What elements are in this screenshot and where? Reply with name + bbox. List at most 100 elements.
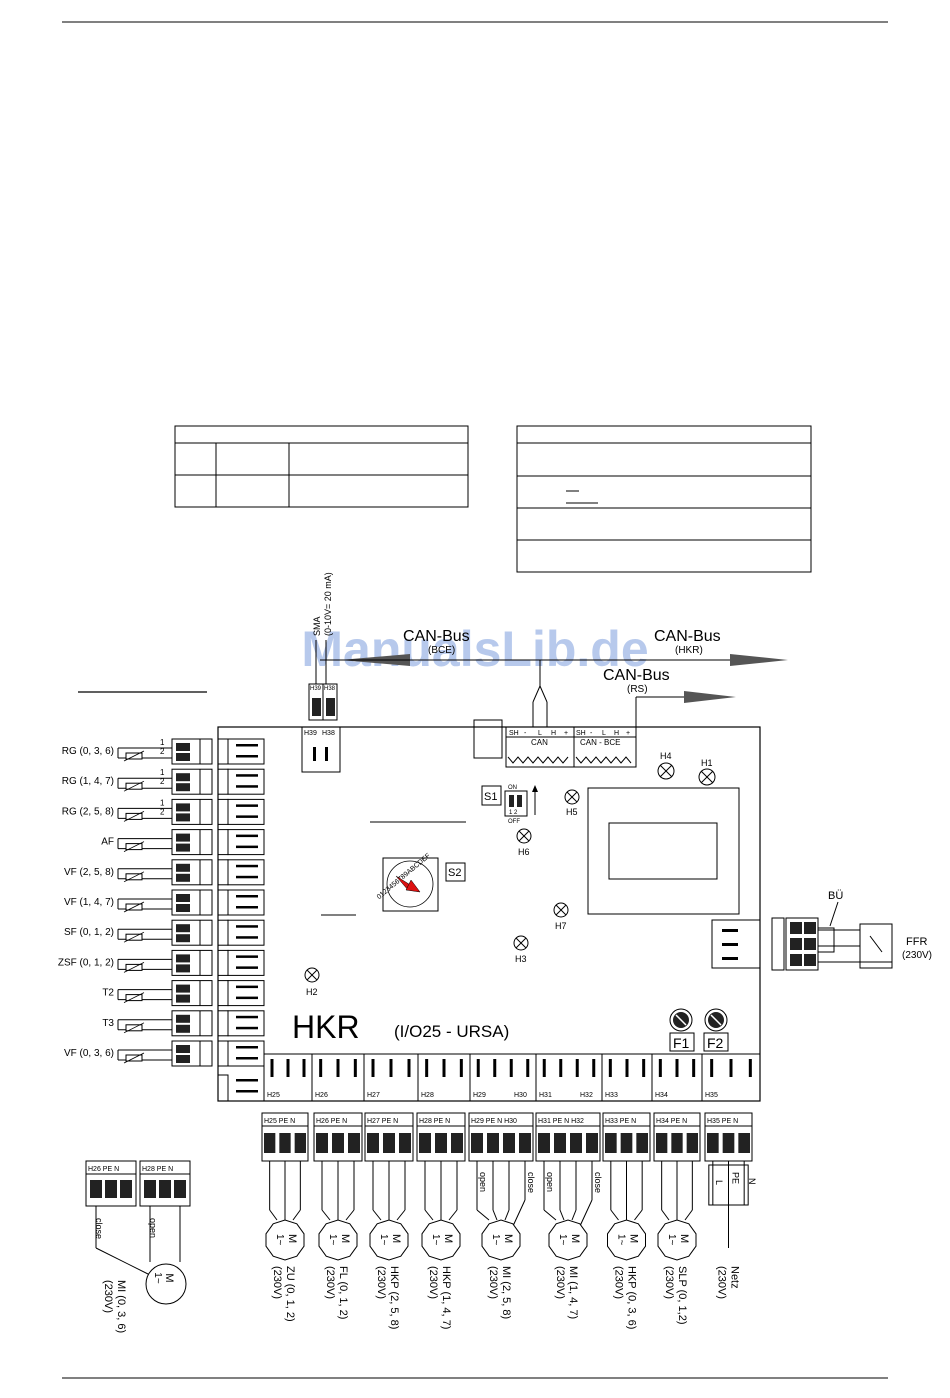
- sensor-label: T2: [102, 988, 114, 999]
- sma-terminal-h39: H39: [310, 686, 322, 692]
- load-terminal-label: H25 PE N: [264, 1118, 295, 1125]
- can-bce-connector-label: CAN - BCE: [580, 738, 620, 747]
- sensor-pin-1: 1: [160, 738, 165, 747]
- led-h1-label: H1: [701, 758, 713, 768]
- load-sub: (230V): [324, 1266, 336, 1299]
- led-h7-label: H7: [555, 921, 567, 931]
- watermark: ManualsLib.de: [301, 621, 648, 677]
- load-circuit: H27 PE NM1~HKP (2, 5, 8)(230V): [364, 1112, 414, 1329]
- can-bus-hkr-label: CAN-Bus: [654, 628, 721, 645]
- load-label: HKP (1, 4, 7): [440, 1266, 452, 1329]
- motor-m: M: [286, 1234, 298, 1243]
- led-h5-label: H5: [566, 807, 578, 817]
- sensor-label: VF (2, 5, 8): [64, 867, 114, 878]
- left-terms-2: H28 PE N: [142, 1166, 173, 1173]
- can-bus-hkr-sub: (HKR): [675, 645, 703, 656]
- right-terminals: BÜ FFR (230V): [711, 890, 932, 971]
- led-h3: H3: [513, 935, 529, 964]
- load-circuit: H26 PE NM1~FL (0, 1, 2)(230V): [313, 1112, 363, 1319]
- load-terminal-label: H34 PE N: [656, 1118, 687, 1125]
- left-mixer-motor: H26 PE N H28 PE N close open M 1~ MI (0,…: [85, 1160, 191, 1333]
- motor-tilde: 1~: [666, 1234, 677, 1246]
- load-circuit: H33 PE NM1~HKP (0, 3, 6)(230V): [602, 1112, 651, 1329]
- load-sub: (230V): [554, 1266, 566, 1299]
- led-h2-label: H2: [306, 987, 318, 997]
- board-output-terminal: H31: [539, 1092, 552, 1099]
- board-output-terminal: H34: [655, 1092, 668, 1099]
- load-open-label: open: [478, 1172, 488, 1192]
- board-output-terminal: H27: [367, 1092, 380, 1099]
- dip-switch-on: ON: [508, 785, 517, 791]
- load-terminal-label: H29 PE N H30: [471, 1118, 517, 1125]
- motor-symbol: [369, 1219, 409, 1261]
- load-circuit: H34 PE NM1~SLP (0, 1,2)(230V): [653, 1112, 701, 1325]
- load-label: FL (0, 1, 2): [337, 1266, 349, 1319]
- board-output-terminal: H30: [514, 1092, 527, 1099]
- transformer-core: [608, 822, 718, 880]
- left-terms-1: H26 PE N: [88, 1166, 119, 1173]
- can-pin-minus: -: [524, 730, 527, 737]
- motor-tilde: 1~: [430, 1234, 441, 1246]
- sma-terminal-h38: H38: [324, 686, 336, 692]
- motor-m: M: [678, 1234, 690, 1243]
- sensor-label: VF (1, 4, 7): [64, 897, 114, 908]
- load-sub: (230V): [613, 1266, 625, 1299]
- dip-switch-s1-label: S1: [484, 791, 497, 803]
- load-sub: (230V): [271, 1266, 283, 1299]
- rotary-digits: 0123456789ABCDEF: [376, 852, 432, 901]
- sensor-label: AF: [101, 837, 114, 848]
- can-bus-rs-sub: (RS): [627, 684, 648, 695]
- led-h1: H1: [698, 758, 716, 786]
- load-label: ZU (0, 1, 2): [284, 1266, 296, 1322]
- sma-connector: SMA (0-10V= 20 mA) H39 H38 H39 H38: [301, 572, 341, 773]
- left-motor-sub: (230V): [102, 1280, 114, 1313]
- load-terminal-label: H35 PE N: [707, 1118, 738, 1125]
- load-terminal-label: H28 PE N: [419, 1118, 450, 1125]
- board-subtitle: (I/O25 - URSA): [394, 1022, 509, 1041]
- fuse-f2-label: F2: [707, 1035, 724, 1051]
- sensor-row: ZSF (0, 1, 2): [58, 949, 265, 976]
- motor-tilde: 1~: [557, 1234, 568, 1246]
- board-output-terminal: H28: [421, 1092, 434, 1099]
- sensor-pin-2: 2: [160, 777, 165, 786]
- sma-label: SMA: [312, 616, 322, 636]
- load-close-label: close: [593, 1172, 603, 1193]
- sensor-label: SF (0, 1, 2): [64, 927, 114, 938]
- load-terminal-label: H26 PE N: [316, 1118, 347, 1125]
- board-output-terminal: H29: [473, 1092, 486, 1099]
- load-terminal-label: H27 PE N: [367, 1118, 398, 1125]
- rotary-switch-s2-label: S2: [448, 867, 461, 879]
- board-output-terminal: H35: [705, 1092, 718, 1099]
- left-open-label: open: [148, 1218, 158, 1238]
- led-h7: H7: [553, 902, 569, 931]
- can-rs-arrow: [684, 691, 736, 703]
- sensor-row: VF (1, 4, 7): [64, 889, 265, 916]
- sma-sub-label: (0-10V= 20 mA): [323, 572, 333, 636]
- board-output-terminal: H26: [315, 1092, 328, 1099]
- can-connectors: SH - L H + CAN SH - L H + CAN - BCE: [473, 719, 637, 768]
- can-bus-bce-label: CAN-Bus: [403, 628, 470, 645]
- load-terminal-label: H33 PE N: [605, 1118, 636, 1125]
- load-label: Netz: [729, 1266, 741, 1289]
- sensor-label: VF (0, 3, 6): [64, 1048, 114, 1059]
- sensor-row: T2: [102, 980, 265, 1007]
- sensor-label: RG (1, 4, 7): [62, 776, 114, 787]
- motor-m: M: [569, 1234, 581, 1243]
- board-terminal-h39: H39: [304, 730, 317, 737]
- left-motor-m: M: [163, 1273, 175, 1282]
- motor-symbol: [657, 1219, 697, 1261]
- motor-symbol: [481, 1219, 521, 1261]
- sensor-row: SF (0, 1, 2): [64, 919, 265, 946]
- led-h4: H4: [657, 751, 675, 780]
- sensor-label: T3: [102, 1018, 114, 1029]
- can-bce-pin-h: H: [614, 730, 619, 737]
- can-connector-label: CAN: [531, 738, 548, 747]
- dip-switch-off: OFF: [508, 819, 520, 825]
- mains-pe: PE: [731, 1172, 741, 1184]
- motor-m: M: [442, 1234, 454, 1243]
- can-bce-pin-plus: +: [626, 730, 630, 737]
- rotary-switch-s2: 0123456789ABCDEF S2: [376, 852, 466, 912]
